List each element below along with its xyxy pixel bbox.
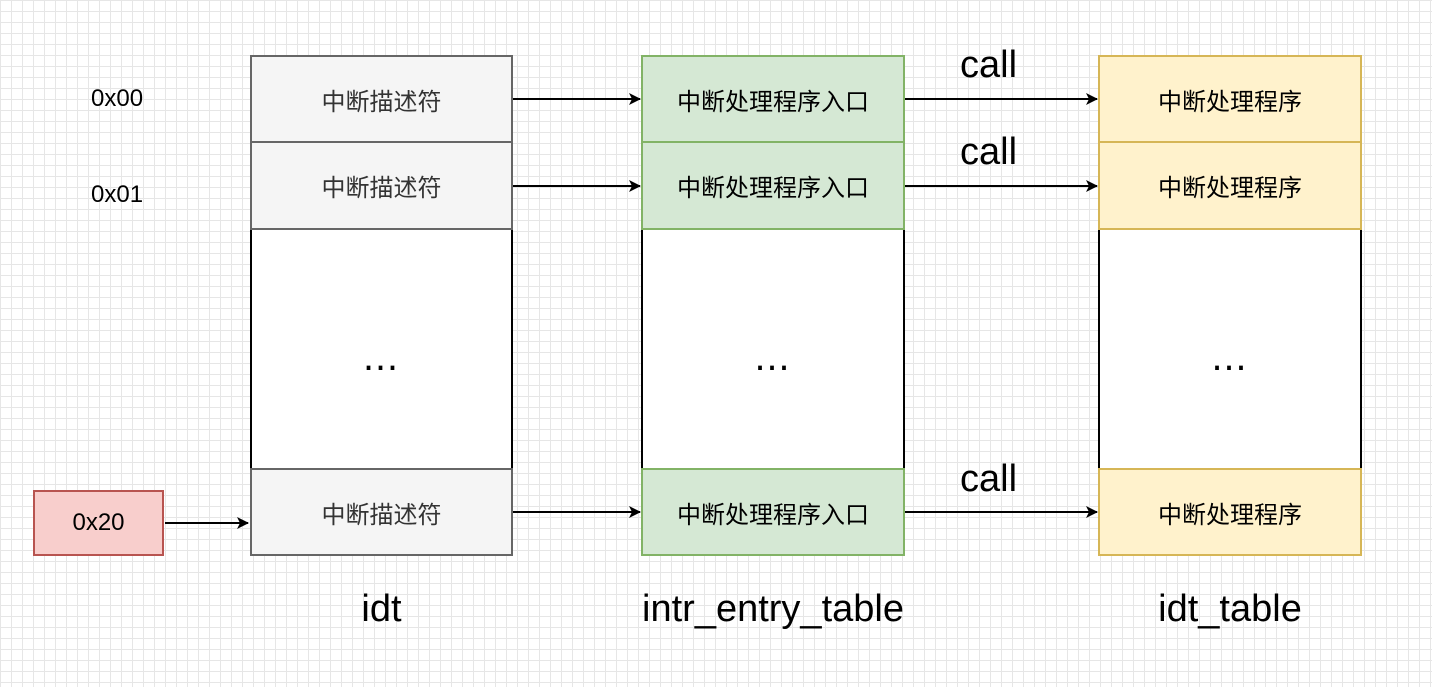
handler-ellipsis: … — [1211, 337, 1249, 379]
call-label: call — [960, 458, 1018, 500]
entry-ellipsis: … — [754, 337, 792, 379]
idt-ellipsis: … — [362, 337, 401, 379]
entry-column-body — [641, 228, 905, 470]
handler-column-body — [1098, 228, 1362, 470]
handler-cell[interactable]: 中断处理程序 — [1098, 468, 1362, 556]
call-label: call — [960, 131, 1018, 173]
handler-cell[interactable]: 中断处理程序 — [1098, 55, 1362, 143]
interrupt-vector-box[interactable]: 0x20 — [33, 490, 164, 556]
idt-descriptor-cell[interactable]: 中断描述符 — [250, 55, 513, 143]
address-label-0x00: 0x00 — [91, 85, 144, 112]
address-label-0x01: 0x01 — [91, 181, 144, 208]
idt-descriptor-cell[interactable]: 中断描述符 — [250, 468, 513, 556]
entry-handler-cell[interactable]: 中断处理程序入口 — [641, 141, 905, 230]
idt-descriptor-cell[interactable]: 中断描述符 — [250, 141, 513, 230]
column-name-idt: idt — [361, 588, 402, 630]
call-label: call — [960, 44, 1018, 86]
column-name-intr-entry-table: intr_entry_table — [642, 588, 904, 630]
entry-handler-cell[interactable]: 中断处理程序入口 — [641, 55, 905, 143]
handler-cell[interactable]: 中断处理程序 — [1098, 141, 1362, 230]
column-name-idt-table: idt_table — [1158, 588, 1302, 630]
entry-handler-cell[interactable]: 中断处理程序入口 — [641, 468, 905, 556]
